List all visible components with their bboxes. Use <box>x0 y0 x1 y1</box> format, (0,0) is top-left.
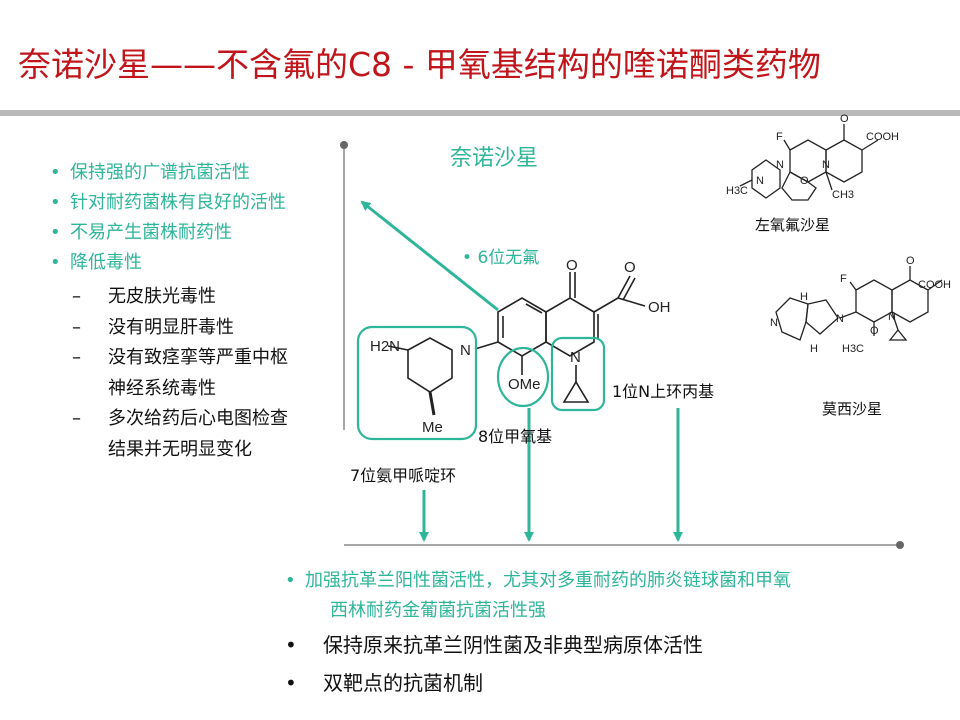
atom-label: N <box>570 349 581 366</box>
atom-label: N <box>756 175 764 187</box>
list-item: •保持强的广谱抗菌活性 <box>50 162 250 183</box>
atom-label: O <box>840 113 849 125</box>
atom-label: COOH <box>918 279 951 291</box>
list-item: •保持原来抗革兰阴性菌及非典型病原体活性 <box>285 633 703 657</box>
effects-list: •加强抗革兰阳性菌活性，尤其对多重耐药的肺炎链球菌和甲氧 西林耐药金葡菌抗菌活性… <box>285 566 791 702</box>
atom-label: O <box>624 259 636 276</box>
atom-label: N <box>888 311 896 323</box>
atom-label: N <box>836 313 844 325</box>
atom-label: CH3 <box>832 189 854 201</box>
atom-label: H3C <box>842 343 864 355</box>
pos8-highlight <box>496 346 550 408</box>
list-item: •双靶点的抗菌机制 <box>285 671 483 695</box>
drug-name-levofloxacin: 左氧氟沙星 <box>755 216 831 234</box>
atom-label: F <box>840 273 847 285</box>
axis-dot <box>340 141 348 149</box>
list-item: •针对耐药菌株有良好的活性 <box>50 192 286 213</box>
arrow-to-benefits <box>360 200 499 312</box>
list-item-continuation: 结果并无明显变化 <box>108 438 252 460</box>
axis-dot <box>896 541 904 549</box>
list-item: –没有明显肝毒性 <box>72 316 234 338</box>
pos7-highlight <box>356 325 478 441</box>
atom-label: F <box>776 131 783 143</box>
list-item-continuation: 神经系统毒性 <box>108 377 216 399</box>
page-title: 奈诺沙星——不含氟的C8 - 甲氧基结构的喹诺酮类药物 <box>18 45 821 84</box>
atom-label: N <box>822 159 830 171</box>
pos6-label: • 6位无氟 <box>462 248 540 268</box>
atom-label: N <box>770 317 778 329</box>
pos1-label: 1位N上环丙基 <box>612 382 715 401</box>
atom-label: N <box>460 342 471 359</box>
atom-label: COOH <box>866 131 899 143</box>
benefit-list: •保持强的广谱抗菌活性 •针对耐药菌株有良好的活性 •不易产生菌株耐药性 •降低… <box>50 158 286 278</box>
list-item: –多次给药后心电图检查 <box>72 408 288 429</box>
atom-label: O <box>906 255 915 267</box>
atom-label: H <box>810 343 818 355</box>
drug-name-nemonoxacin: 奈诺沙星 <box>450 146 539 171</box>
toxicity-sub-list: –无皮肤光毒性 –没有明显肝毒性 –没有致痉挛等严重中枢 神经系统毒性 –多次给… <box>72 282 288 465</box>
pos7-label: 7位氨甲哌啶环 <box>350 466 457 485</box>
atom-label: OMe <box>508 376 541 393</box>
atom-label: O <box>800 175 809 187</box>
atom-label: OH <box>648 299 671 316</box>
atom-label: O <box>870 325 879 337</box>
pos8-label: 8位甲氧基 <box>478 427 553 446</box>
list-item: •降低毒性 <box>50 252 142 273</box>
list-item: –无皮肤光毒性 <box>72 286 216 307</box>
drug-name-moxifloxacin: 莫西沙星 <box>822 400 883 418</box>
list-item-continuation: 西林耐药金葡菌抗菌活性强 <box>330 600 546 621</box>
atom-label: H <box>800 291 808 303</box>
title-divider <box>0 110 960 116</box>
list-item: •不易产生菌株耐药性 <box>50 222 232 243</box>
list-item: •加强抗革兰阳性菌活性，尤其对多重耐药的肺炎链球菌和甲氧 <box>285 570 791 591</box>
atom-label: Me <box>422 419 443 436</box>
atom-label: H2N <box>370 338 400 355</box>
pos1-highlight <box>550 336 606 412</box>
atom-label: H3C <box>726 185 748 197</box>
atom-label: O <box>566 257 578 274</box>
list-item: –没有致痉挛等严重中枢 <box>72 347 288 368</box>
atom-label: N <box>776 159 784 171</box>
